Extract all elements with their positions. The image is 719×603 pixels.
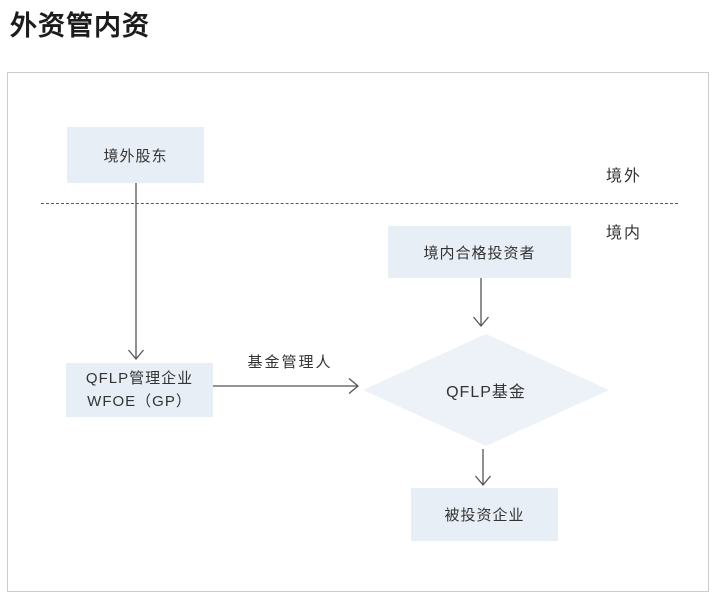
node-investee-company: 被投资企业 — [411, 488, 558, 541]
region-label-outside: 境外 — [606, 168, 643, 185]
border-dashed-line — [41, 203, 678, 204]
node-qflp-fund: QFLP基金 — [363, 334, 609, 446]
node-domestic-qualified-investor-label: 境内合格投资者 — [423, 244, 536, 262]
arrow-investor-to-fund — [473, 278, 489, 328]
arrow-manager-to-fund — [213, 378, 360, 394]
node-investee-company-label: 被投资企业 — [444, 507, 525, 524]
arrow-fund-to-investee — [475, 449, 491, 487]
node-qflp-manager-line2: WFOE（GP） — [87, 393, 192, 410]
page-title: 外资管内资 — [10, 11, 150, 41]
node-domestic-qualified-investor: 境内合格投资者 — [388, 226, 571, 278]
node-overseas-shareholder: 境外股东 — [67, 127, 204, 183]
arrow-shareholder-to-manager — [128, 183, 144, 361]
node-qflp-manager: QFLP管理企业 WFOE（GP） — [66, 363, 213, 417]
node-qflp-manager-line1: QFLP管理企业 — [85, 370, 194, 387]
node-overseas-shareholder-label: 境外股东 — [103, 147, 168, 165]
node-qflp-fund-label: QFLP基金 — [446, 384, 526, 401]
edge-label-fund-manager: 基金管理人 — [247, 354, 333, 371]
diagram-canvas: 境外股东 境外 境内 境内合格投资者 QFLP管理企业 WFOE（GP） 基金管… — [7, 72, 709, 592]
region-label-inside: 境内 — [606, 225, 643, 242]
diamond-shape — [363, 334, 609, 446]
diamond-polygon — [363, 334, 609, 446]
